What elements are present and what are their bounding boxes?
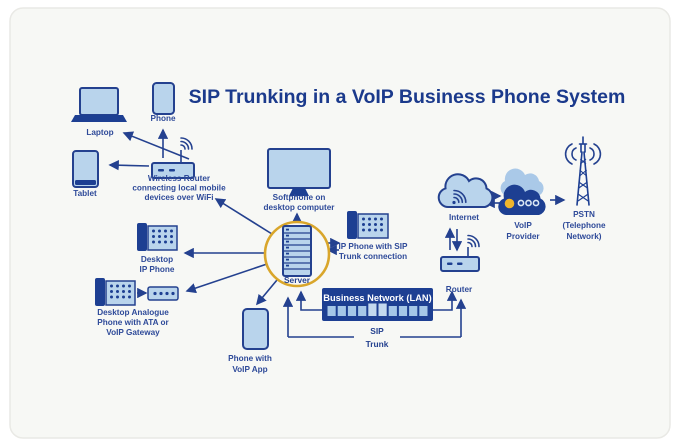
router-icon	[440, 234, 480, 272]
provider-status-dot	[504, 198, 515, 209]
voip-provider-label-line1: VoIP	[514, 221, 532, 230]
wireless-router-label-line1: Wireless Router	[148, 174, 211, 183]
pstn-label-line1: PSTN	[573, 210, 595, 219]
voip-app-phone-label-line2: VoIP App	[232, 365, 267, 374]
lan-to-server-elbow	[295, 290, 322, 311]
laptop-icon	[71, 87, 127, 122]
softphone-label-line1: Softphone on	[273, 193, 326, 202]
analogue-phone-label-line3: VoIP Gateway	[106, 328, 160, 337]
pstn-label-line2: (Telephone	[562, 221, 606, 230]
ip-phone-sip-icon	[347, 211, 389, 239]
pstn-label-line3: Network)	[566, 232, 601, 241]
analogue-phone-label-line1: Desktop Analogue	[97, 308, 169, 317]
diagram-card	[9, 7, 671, 439]
internet-label: Internet	[449, 213, 479, 222]
desktop-monitor-icon	[267, 148, 331, 196]
server-label: Server	[284, 275, 311, 285]
ip-phone-sip-label-line1: IP Phone with SIP	[339, 242, 409, 251]
analogue-phone-label-line2: Phone with ATA or	[97, 318, 169, 327]
voip-app-phone-icon	[242, 308, 269, 350]
cloud-wifi-icon	[437, 173, 494, 208]
server-icon	[263, 220, 331, 288]
lan-label: Business Network (LAN)	[323, 293, 431, 303]
arrow-router-to-tablet	[108, 160, 150, 171]
analogue-phone-icon	[95, 278, 136, 306]
voip-provider-label-line2: Provider	[506, 232, 540, 241]
lan-to-router-elbow	[433, 290, 458, 311]
voip-app-phone-label-line1: Phone with	[228, 354, 272, 363]
page-title: SIP Trunking in a VoIP Business Phone Sy…	[189, 86, 626, 108]
desktop-ip-phone-label-line2: IP Phone	[140, 265, 175, 274]
cloud-provider-icon	[498, 168, 546, 215]
tablet-label: Tablet	[73, 189, 97, 198]
arrow-server-to-ata	[185, 263, 268, 294]
connector-arrows	[108, 128, 566, 338]
phone-label: Phone	[150, 114, 175, 123]
desktop-ip-phone-icon	[137, 223, 178, 251]
wireless-router-label-line2: connecting local mobile	[132, 184, 226, 193]
softphone-label-line2: desktop computer	[264, 203, 336, 212]
radio-tower-icon	[564, 136, 602, 206]
sip-trunk-label-line1: SIP	[370, 326, 384, 336]
tablet-icon	[72, 150, 99, 188]
laptop-label: Laptop	[86, 128, 113, 137]
ata-box-icon	[147, 286, 179, 301]
wireless-router-icon	[151, 137, 195, 179]
arrow-router-to-laptop	[122, 131, 190, 160]
network-switch-icon	[322, 288, 433, 321]
arrow-server-to-voip-app-phone	[256, 279, 278, 306]
sip-trunk-label-line2: Trunk	[366, 339, 389, 349]
router-label: Router	[446, 285, 473, 294]
smartphone-icon	[152, 82, 175, 115]
arrow-server-to-wifi-router	[214, 198, 273, 235]
ip-phone-sip-label-line2: Trunk connection	[339, 252, 407, 261]
desktop-ip-phone-label-line1: Desktop	[141, 255, 173, 264]
wireless-router-label-line3: devices over WiFi	[144, 193, 213, 202]
